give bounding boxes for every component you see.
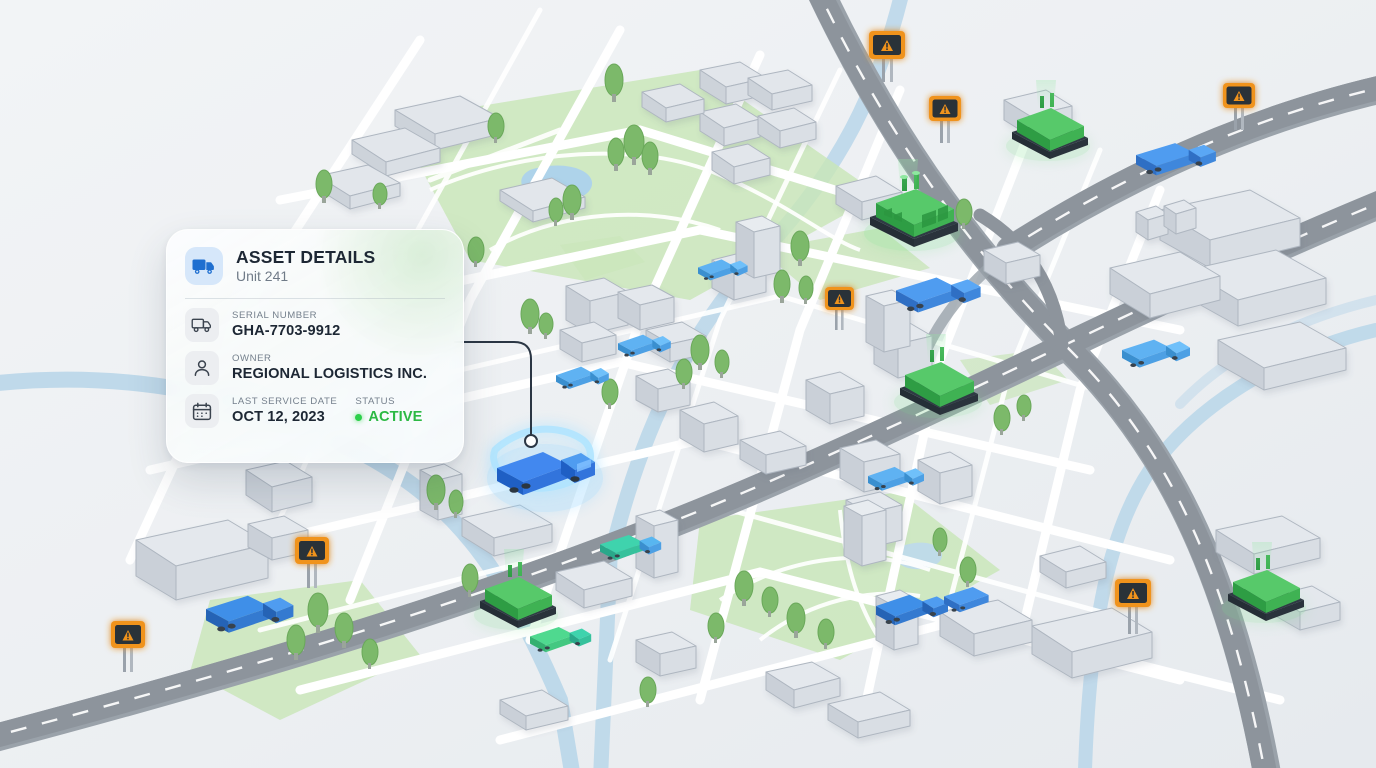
owner-field: OWNER REGIONAL LOGISTICS INC. — [232, 353, 427, 384]
serial-number-row: SERIAL NUMBER GHA-7703-9912 — [167, 299, 463, 342]
warning-sign — [295, 537, 329, 588]
truck-marker — [600, 535, 662, 561]
serial-number-field: SERIAL NUMBER GHA-7703-9912 — [232, 310, 340, 341]
truck-marker — [556, 366, 609, 390]
truck-marker — [618, 334, 671, 358]
truck-filled-icon — [185, 247, 223, 285]
truck-marker — [698, 259, 748, 281]
warning-sign — [1115, 579, 1151, 634]
truck-outline-icon — [185, 308, 219, 342]
status-dot-icon — [355, 413, 363, 421]
depot-station — [894, 334, 982, 418]
highlighted-truck-unit-241[interactable] — [487, 425, 603, 512]
owner-value: REGIONAL LOGISTICS INC. — [232, 366, 428, 383]
card-header: ASSET DETAILS Unit 241 — [167, 230, 463, 285]
warning-sign — [111, 621, 145, 672]
truck-marker — [1136, 143, 1216, 176]
service-status-row: LAST SERVICE DATE OCT 12, 2023 STATUS AC… — [167, 385, 463, 428]
warning-sign — [869, 31, 905, 82]
warning-sign — [929, 96, 961, 143]
depot-layer[interactable] — [474, 80, 1306, 630]
truck-marker — [868, 466, 924, 491]
last-service-date-value: OCT 12, 2023 — [232, 409, 325, 426]
status-value: ACTIVE — [368, 409, 423, 426]
warning-sign — [825, 287, 854, 330]
truck-layer[interactable] — [206, 143, 1216, 653]
truck-marker — [944, 587, 989, 613]
card-title: ASSET DETAILS — [236, 247, 376, 268]
person-icon — [185, 351, 219, 385]
truck-marker — [896, 277, 981, 313]
serial-number-label: SERIAL NUMBER — [232, 309, 318, 321]
truck-marker — [1122, 339, 1190, 368]
tree-layer — [286, 63, 1032, 707]
card-subtitle: Unit 241 — [236, 267, 289, 284]
owner-label: OWNER — [232, 352, 272, 364]
serial-number-value: GHA-7703-9912 — [232, 323, 341, 340]
depot-station — [1006, 80, 1090, 161]
status-label: STATUS — [355, 395, 396, 407]
depot-station — [474, 549, 558, 630]
depot-station — [1222, 542, 1306, 623]
truck-marker — [206, 595, 294, 633]
warning-sign — [1223, 83, 1255, 130]
asset-details-card[interactable]: ASSET DETAILS Unit 241 SERIAL NUMBER GHA… — [166, 229, 464, 463]
truck-marker — [530, 627, 592, 653]
depot-station — [864, 159, 960, 251]
building-layer — [135, 61, 1347, 739]
last-service-date-field: LAST SERVICE DATE OCT 12, 2023 — [232, 396, 337, 427]
callout-leader-line — [454, 341, 538, 448]
status-badge: ACTIVE — [355, 408, 422, 426]
owner-row: OWNER REGIONAL LOGISTICS INC. — [167, 342, 463, 385]
status-field: STATUS ACTIVE — [355, 396, 422, 427]
calendar-icon — [185, 394, 219, 428]
last-service-date-label: LAST SERVICE DATE — [232, 395, 338, 407]
truck-marker — [876, 594, 948, 626]
card-divider — [185, 298, 445, 299]
warning-sign-layer[interactable] — [111, 31, 1255, 672]
